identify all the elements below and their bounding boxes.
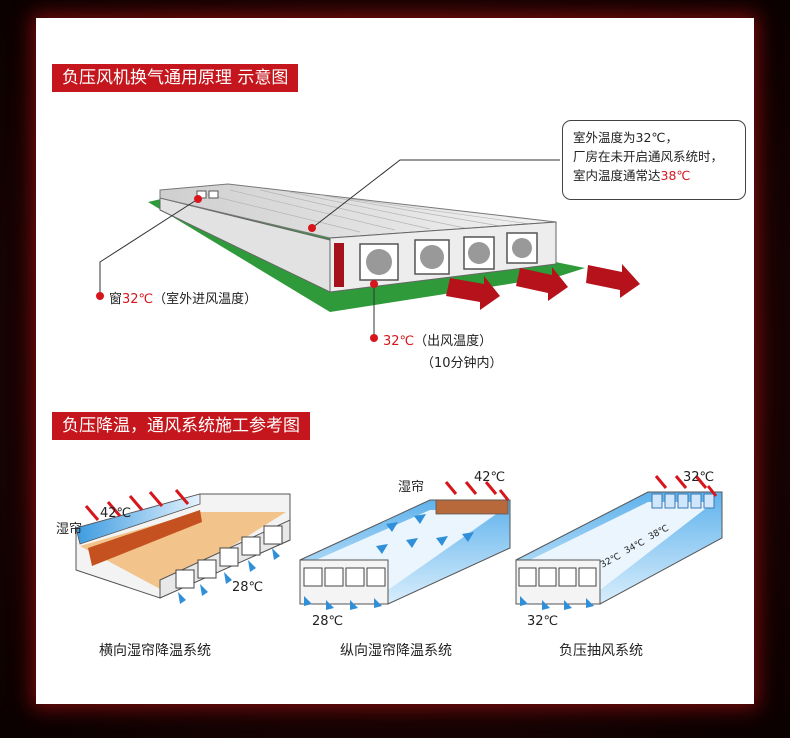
window-temp-value: 32℃ (122, 292, 154, 307)
section-title-systems: 负压降温，通风系统施工参考图 (52, 412, 310, 440)
callout-line-1: 室外温度为32℃， (573, 130, 678, 145)
diagram2-out-temp: 28℃ (312, 614, 344, 629)
temperature-callout: 室外温度为32℃， 厂房在未开启通风系统时， 室内温度通常达38℃ (562, 120, 746, 200)
exhaust-arrows (446, 264, 640, 310)
diagram-lateral-pad (75, 489, 291, 604)
diagram1-caption: 横向湿帘降温系统 (99, 643, 211, 659)
diagram1-in-temp: 42℃ (100, 506, 132, 521)
diagram2-caption: 纵向湿帘降温系统 (340, 643, 452, 659)
outlet-temp-value: 32℃ (383, 334, 415, 349)
outlet-label-suffix: （出风温度） (414, 334, 493, 349)
diagram1-pad-label: 湿帘 (56, 522, 83, 537)
callout-line-3: 室内温度通常达38℃ (573, 166, 745, 185)
outlet-time-label: （10分钟内） (421, 356, 503, 371)
callout-indoor-temp: 38℃ (660, 168, 691, 183)
wet-pad-2 (435, 499, 509, 515)
diagram3-in-temp: 32℃ (683, 470, 715, 485)
diagram2-pad-label: 湿帘 (398, 480, 425, 495)
diagram3-out-temp: 32℃ (527, 614, 559, 629)
diagram-negative-pressure (515, 475, 723, 610)
diagram1-out-temp: 28℃ (232, 580, 264, 595)
callout-line-2: 厂房在未开启通风系统时， (573, 149, 724, 164)
door (334, 243, 344, 287)
diagram2-in-temp: 42℃ (474, 470, 506, 485)
window-label-prefix: 窗 (109, 292, 123, 307)
section-title-principle: 负压风机换气通用原理 示意图 (52, 64, 299, 92)
outlet-temp-label: 32℃（出风温度） (383, 330, 492, 349)
diagram-longitudinal-pad (299, 481, 511, 610)
wet-pad-1 (88, 510, 202, 566)
window-label-suffix: （室外进风温度） (153, 292, 258, 307)
diagram3-caption: 负压抽风系统 (559, 643, 643, 659)
window-temp-label: 窗32℃（室外进风温度） (109, 288, 257, 307)
callout-line-3-prefix: 室内温度通常达 (573, 168, 661, 183)
